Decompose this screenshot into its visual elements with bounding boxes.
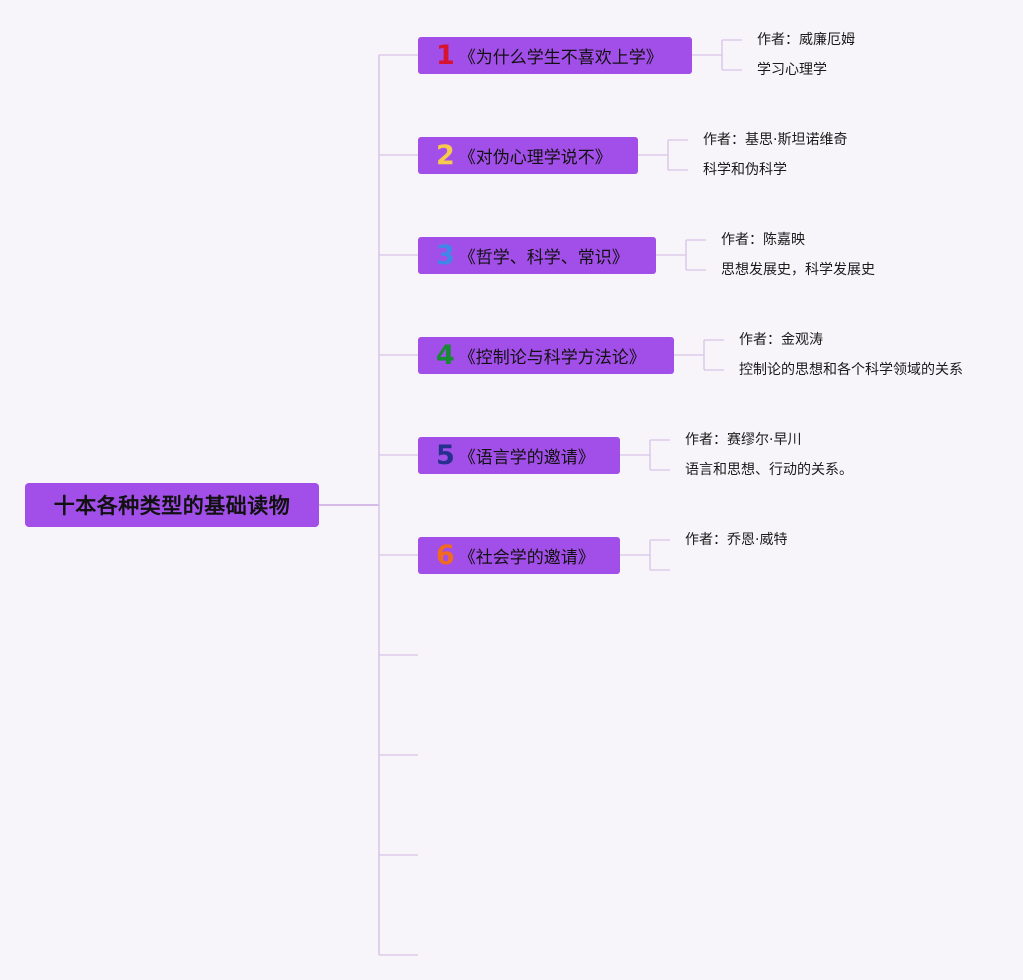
book-node-4[interactable]: 4《控制论与科学方法论》 xyxy=(418,336,674,374)
book-title-2: 《对伪心理学说不》 xyxy=(458,147,612,168)
book-number-5: 5 xyxy=(436,439,455,471)
book-3-detail-2: 思想发展史，科学发展史 xyxy=(721,262,875,278)
book-2-detail-1: 作者：基思·斯坦诺维奇 xyxy=(703,132,848,148)
book-number-1: 1 xyxy=(436,39,455,71)
book-title-3: 《哲学、科学、常识》 xyxy=(458,247,629,268)
root-node[interactable]: 十本各种类型的基础读物 xyxy=(25,483,319,527)
book-3-detail-1: 作者：陈嘉映 xyxy=(721,232,805,248)
book-title-1: 《为什么学生不喜欢上学》 xyxy=(458,47,663,68)
book-number-3: 3 xyxy=(436,239,455,271)
book-5-detail-2: 语言和思想、行动的关系。 xyxy=(685,462,853,478)
book-6-detail-1: 作者：乔恩·威特 xyxy=(685,532,788,548)
book-5-detail-1: 作者：赛缪尔·早川 xyxy=(685,432,802,448)
book-title-6: 《社会学的邀请》 xyxy=(458,547,595,568)
book-1-detail-2: 学习心理学 xyxy=(757,62,827,78)
book-number-2: 2 xyxy=(436,139,455,171)
book-node-1[interactable]: 1《为什么学生不喜欢上学》 xyxy=(418,36,692,74)
book-node-2[interactable]: 2《对伪心理学说不》 xyxy=(418,136,638,174)
book-number-4: 4 xyxy=(436,339,455,371)
book-node-5[interactable]: 5《语言学的邀请》 xyxy=(418,436,620,474)
root-label: 十本各种类型的基础读物 xyxy=(53,494,291,518)
book-number-6: 6 xyxy=(436,539,455,571)
book-node-3[interactable]: 3《哲学、科学、常识》 xyxy=(418,236,656,274)
book-4-detail-1: 作者：金观涛 xyxy=(739,332,823,348)
book-title-5: 《语言学的邀请》 xyxy=(458,447,595,468)
book-4-detail-2: 控制论的思想和各个科学领域的关系 xyxy=(739,362,963,378)
book-title-4: 《控制论与科学方法论》 xyxy=(458,347,646,368)
book-2-detail-2: 科学和伪科学 xyxy=(703,162,787,178)
book-node-6[interactable]: 6《社会学的邀请》 xyxy=(418,536,620,574)
book-1-detail-1: 作者：威廉厄姆 xyxy=(757,32,855,48)
